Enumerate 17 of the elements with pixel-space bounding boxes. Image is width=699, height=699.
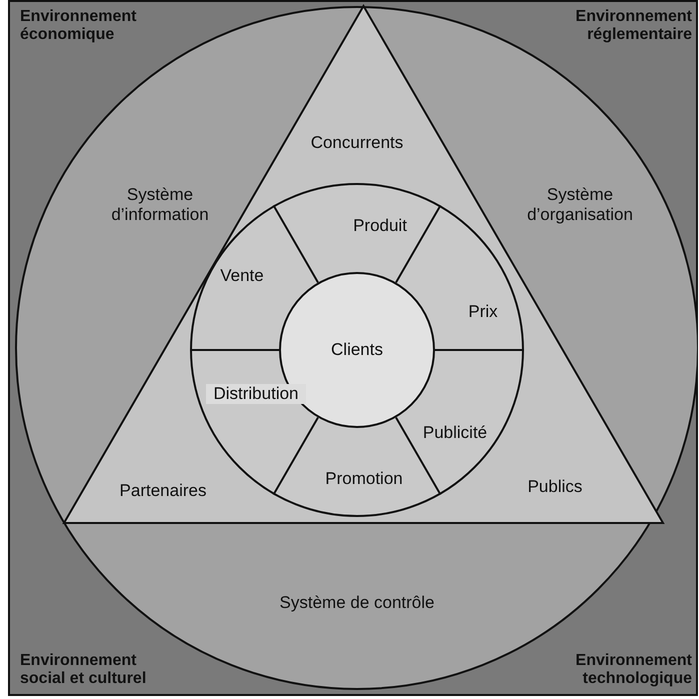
mix-label: Publicité — [422, 423, 488, 443]
environment-label: Environnement économique — [20, 8, 138, 44]
system-label: Système de contrôle — [278, 593, 436, 613]
mix-label: Vente — [219, 266, 265, 286]
system-label: Système d’information — [110, 185, 210, 225]
environment-label: Environnement social et culturel — [20, 652, 148, 688]
system-label: Système d’organisation — [526, 185, 634, 225]
environment-label: Environnement réglementaire — [574, 8, 692, 44]
segment-label: Publics — [526, 477, 584, 497]
segment-label: Partenaires — [118, 481, 208, 501]
environment-label: Environnement technologique — [574, 652, 692, 688]
center-label: Clients — [330, 340, 384, 360]
mix-label: Produit — [352, 216, 408, 236]
segment-label: Concurrents — [310, 133, 404, 153]
mix-label: Distribution — [206, 384, 306, 404]
mix-label: Promotion — [324, 469, 404, 489]
mix-label: Prix — [467, 302, 499, 322]
